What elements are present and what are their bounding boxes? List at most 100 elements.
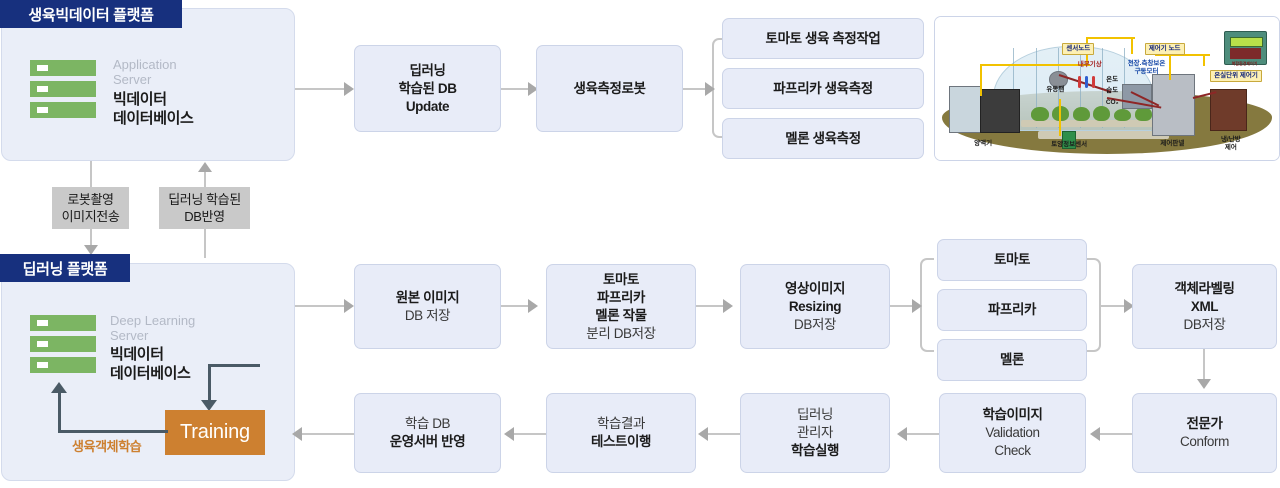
label-control-panel: 제어판넬 xyxy=(1160,139,1185,147)
box-line: 토마토 xyxy=(993,252,1031,267)
box-line: 영상이미지 xyxy=(784,280,846,296)
arrow-robot-to-branch xyxy=(705,82,715,96)
chip-robot-capture: 로봇촬영 이미지전송 xyxy=(52,187,129,229)
box-dl-db-update[interactable]: 딥러닝 학습된 DB Update xyxy=(354,45,501,132)
arrow-resizing-to-crop-branch xyxy=(912,299,922,313)
box-line: DB저장 xyxy=(793,316,836,332)
box-melon[interactable]: 멜론 xyxy=(937,339,1087,381)
box-line: 관리자 xyxy=(796,425,834,440)
line-crop-branch-to-labeling xyxy=(1101,305,1127,307)
application-server-role: Application Server xyxy=(113,57,177,87)
panel-title-growth-bigdata: 생육빅데이터 플랫폼 xyxy=(0,0,182,28)
box-line: 학습이미지 xyxy=(982,407,1043,422)
box-expert-conform[interactable]: 전문가 Conform xyxy=(1132,393,1277,473)
box-dl-manager-train[interactable]: 딥러닝 관리자 학습실행 xyxy=(740,393,890,473)
box-object-labeling-xml[interactable]: 객체라벨링 XML DB저장 xyxy=(1132,264,1277,349)
greenhouse-diagram-image: 복합환경제어기 센서노드 제어기 노드 온실단위 제어기 내부기상 천장.측창보… xyxy=(934,16,1280,161)
box-line: 학습실행 xyxy=(790,443,840,458)
label-cooling-heating-control: 냉/난방 제어 xyxy=(1220,135,1241,151)
box-line: 토마토 xyxy=(602,271,640,287)
training-loop-label: 생육객체학습 xyxy=(72,439,142,454)
line-test-to-deploy xyxy=(512,433,548,435)
line-dl-update-to-robot xyxy=(501,88,531,90)
box-line: 멜론 작물 xyxy=(595,307,647,323)
box-paprika-measure[interactable]: 파프리카 생육측정 xyxy=(722,68,924,109)
box-line: 학습 DB xyxy=(404,416,451,431)
line-validation-to-manager xyxy=(905,433,941,435)
box-line: 학습결과 xyxy=(596,416,646,431)
box-training-result-test[interactable]: 학습결과 테스트이행 xyxy=(546,393,696,473)
box-line: 객체라벨링 xyxy=(1174,280,1235,296)
box-origin-image-db[interactable]: 원본 이미지 DB 저장 xyxy=(354,264,501,349)
box-line: 멜론 xyxy=(999,352,1025,367)
box-line: 분리 DB저장 xyxy=(586,325,656,341)
training-loop-down-arrow xyxy=(201,400,217,411)
training-loop-up-arrow xyxy=(51,382,67,393)
box-training-image-validation[interactable]: 학습이미지 Validation Check xyxy=(939,393,1086,473)
box-crop-split-db[interactable]: 토마토 파프리카 멜론 작물 분리 DB저장 xyxy=(546,264,696,349)
arrow-deploy-to-panel xyxy=(292,427,302,441)
box-line: Validation xyxy=(985,425,1040,440)
box-line: 생육측정로봇 xyxy=(573,80,646,96)
greenhouse-device-label: 복합환경제어기 xyxy=(1231,61,1258,67)
trained-db-arrow xyxy=(198,162,212,172)
panel-title-deep-learning: 딥러닝 플랫폼 xyxy=(0,254,130,282)
line-conform-to-validation xyxy=(1098,433,1134,435)
label-inner-weather: 내부기상 xyxy=(1077,61,1102,69)
training-box[interactable]: Training xyxy=(165,410,265,455)
box-tomato-measure[interactable]: 토마토 생육 측정작업 xyxy=(722,18,924,59)
greenhouse-controller-unit xyxy=(1223,31,1268,65)
label-humidity: 습도 xyxy=(1106,87,1119,95)
arrow-validation-to-manager xyxy=(897,427,907,441)
application-server-name: 빅데이터 데이터베이스 xyxy=(113,91,194,127)
box-image-resizing[interactable]: 영상이미지 Resizing DB저장 xyxy=(740,264,890,349)
training-loop-bottom-line xyxy=(58,430,168,433)
line-panel-to-origin-image xyxy=(295,305,347,307)
box-line: 파프리카 xyxy=(596,289,646,305)
tag-controller-node: 제어기 노드 xyxy=(1144,42,1185,55)
tag-sensor-node: 센서노드 xyxy=(1062,42,1095,55)
line-panel-to-dl-update xyxy=(295,88,347,90)
robot-capture-arrow xyxy=(84,245,98,255)
mid-branch-bracket-left xyxy=(920,258,934,352)
label-temperature: 온도 xyxy=(1106,75,1119,83)
label-soil-info-sensor: 토양정보센서 xyxy=(1051,141,1088,149)
box-line: Update xyxy=(405,98,450,114)
line-robot-to-branch xyxy=(683,88,711,90)
line-origin-to-crop-split xyxy=(501,305,531,307)
arrow-crop-branch-to-labeling xyxy=(1124,299,1134,313)
label-nutrient-machine: 양액기 xyxy=(974,139,993,147)
chip-trained-db: 딥러닝 학습된 DB반영 xyxy=(159,187,250,229)
box-line: 딥러닝 xyxy=(409,62,446,78)
training-loop-right-line xyxy=(208,364,211,402)
arrow-origin-to-crop-split xyxy=(528,299,538,313)
box-line: 전문가 xyxy=(1186,416,1223,431)
deep-learning-server-role: Deep Learning Server xyxy=(110,313,196,343)
line-crop-split-to-resizing xyxy=(696,305,726,307)
box-line: 원본 이미지 xyxy=(395,289,460,305)
box-line: Check xyxy=(994,443,1031,458)
deep-learning-server-icon xyxy=(30,315,96,375)
arrow-labeling-to-conform xyxy=(1197,379,1211,389)
box-line: XML xyxy=(1190,298,1219,314)
box-growth-robot[interactable]: 생육측정로봇 xyxy=(536,45,683,132)
box-paprika[interactable]: 파프리카 xyxy=(937,289,1087,331)
line-manager-to-test xyxy=(706,433,742,435)
box-tomato[interactable]: 토마토 xyxy=(937,239,1087,281)
label-circulation-fan: 유동팬 xyxy=(1046,85,1065,93)
arrow-conform-to-validation xyxy=(1090,427,1100,441)
box-line: 파프리카 xyxy=(987,302,1037,317)
box-line: DB저장 xyxy=(1183,316,1226,332)
box-training-db-deploy[interactable]: 학습 DB 운영서버 반영 xyxy=(354,393,501,473)
line-resizing-to-crop-branch xyxy=(890,305,916,307)
line-deploy-to-panel xyxy=(302,433,356,435)
box-line: Resizing xyxy=(788,298,842,314)
box-melon-measure[interactable]: 멜론 생육측정 xyxy=(722,118,924,159)
box-line: Conform xyxy=(1180,434,1229,449)
arrow-manager-to-test xyxy=(698,427,708,441)
box-line: 파프리카 생육측정 xyxy=(773,80,873,96)
label-co2: CO₂ xyxy=(1105,98,1119,106)
arrow-panel-to-origin-image xyxy=(344,299,354,313)
box-line: 테스트이행 xyxy=(590,434,652,449)
